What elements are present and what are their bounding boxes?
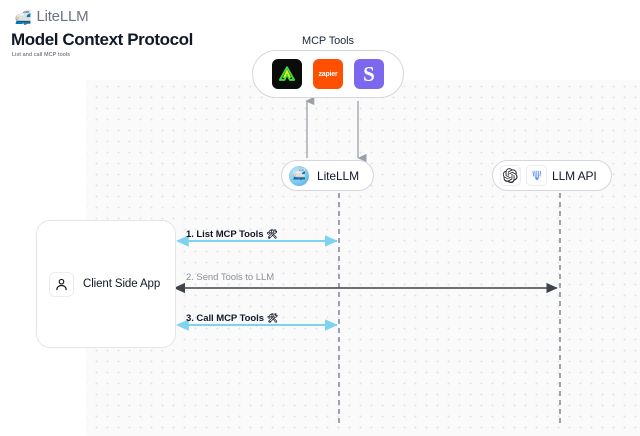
slack-tool-icon[interactable]: S — [354, 59, 384, 89]
step-3-text: 3. Call MCP Tools — [186, 313, 264, 324]
anthropic-logo-icon — [526, 165, 547, 186]
step-2-text: 2. Send Tools to LLM — [186, 272, 275, 283]
anthropic-burst-glyph — [531, 170, 541, 181]
step-2-label: 2. Send Tools to LLM — [186, 272, 274, 283]
zapier-tool-icon[interactable]: zapier — [313, 59, 343, 89]
node-client-label: Client Side App — [83, 278, 161, 290]
openai-knot-glyph — [503, 168, 518, 183]
tools-icon: 🛠 — [266, 229, 278, 239]
node-llm-api-label: LLM API — [552, 168, 597, 183]
step-1-label: 1. List MCP Tools 🛠 — [186, 229, 278, 240]
page-subtitle: List and call MCP tools — [12, 52, 71, 58]
slack-letter-glyph: S — [363, 61, 375, 86]
node-litellm-label: LiteLLM — [317, 168, 359, 183]
litellm-avatar-icon: 🚅 — [289, 165, 309, 186]
litellm-train-glyph: 🚅 — [292, 169, 306, 181]
openai-logo-icon — [500, 165, 521, 186]
node-client-side-app[interactable]: Client Side App — [36, 220, 176, 348]
brand: 🚅 LiteLLM — [14, 8, 89, 25]
step-3-label: 3. Call MCP Tools 🛠 — [186, 313, 278, 324]
step-1-text: 1. List MCP Tools — [186, 229, 264, 240]
sentry-triangle-glyph — [278, 66, 296, 81]
node-llm-api[interactable]: LLM API — [492, 160, 612, 191]
mcp-tools-label: MCP Tools — [302, 35, 354, 47]
person-glyph — [56, 278, 67, 290]
sentry-tool-icon[interactable] — [272, 59, 302, 89]
litellm-train-icon: 🚅 — [14, 8, 32, 25]
user-person-icon — [49, 271, 74, 297]
page-title: Model Context Protocol — [11, 30, 193, 49]
node-litellm[interactable]: 🚅 LiteLLM — [281, 160, 374, 191]
zapier-wordmark: zapier — [318, 70, 338, 78]
brand-name: LiteLLM — [36, 8, 89, 25]
mcp-tools-group[interactable]: zapier S — [252, 50, 404, 98]
tools-icon: 🛠 — [266, 313, 279, 323]
diagram-canvas — [0, 66, 640, 436]
